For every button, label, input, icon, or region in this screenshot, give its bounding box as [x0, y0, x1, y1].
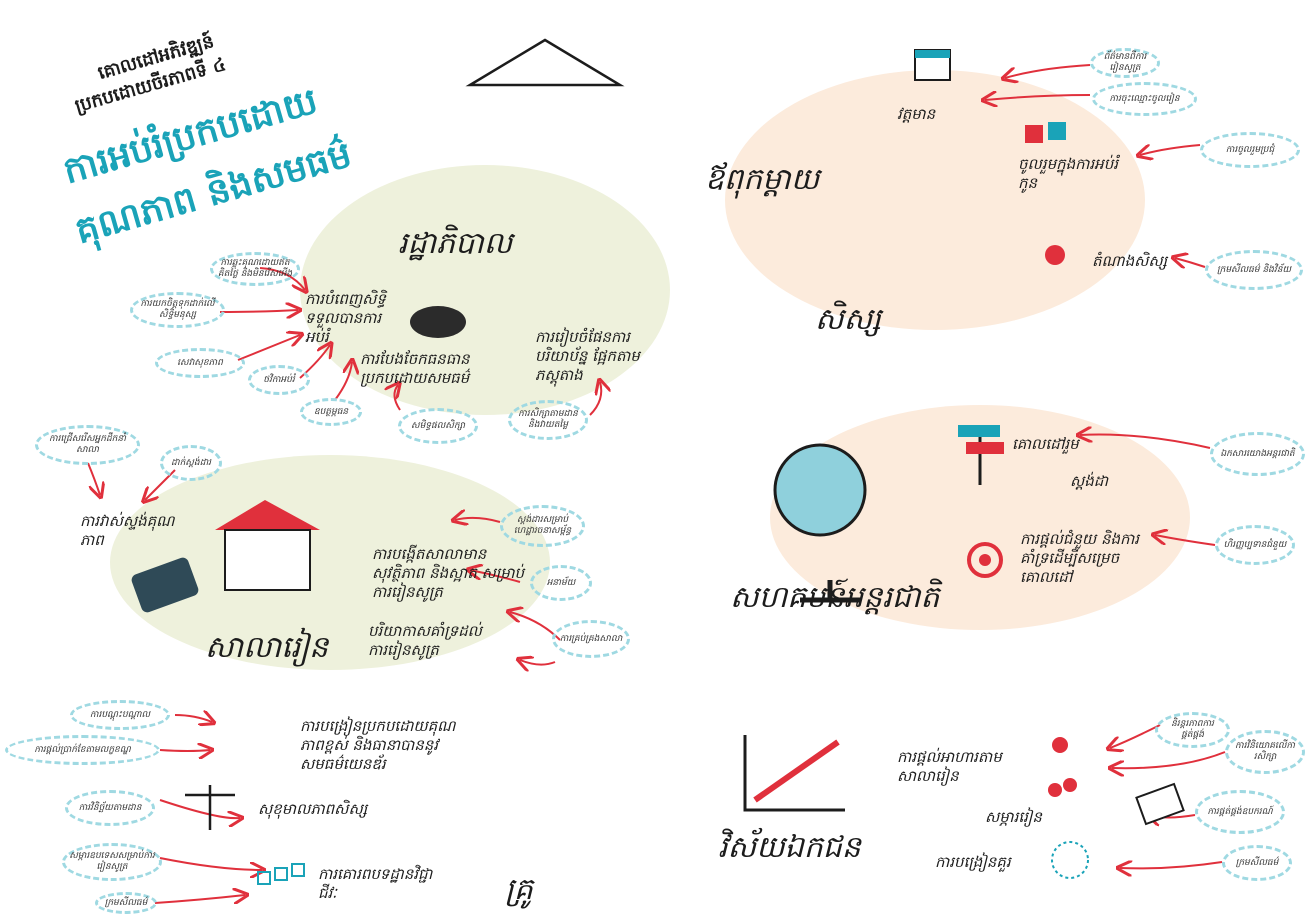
teacher-note-5: ក្រមសីលធម៌ [95, 892, 157, 914]
government-note-7: ការសិក្សាតាមដាន និងវាយតម្លៃ [508, 400, 588, 440]
government-blob [300, 165, 670, 415]
private-sector-item-3: ការបង្រៀនគួរ [935, 853, 1011, 871]
school-heading: សាលារៀន [205, 630, 329, 665]
parents-note-3: ការចូលរួមប្រជុំ [1200, 132, 1300, 168]
school-note-4: អនាម័យ [530, 565, 592, 601]
private-sector-item-1: ការផ្តល់អាហារតាមសាលារៀន [897, 748, 1002, 785]
teacher-blob [200, 690, 660, 916]
international-heading: សហគមន៍អន្តរជាតិ [730, 580, 940, 615]
government-heading: រដ្ឋាភិបាល [398, 226, 513, 261]
parents-note-1: ព័ត៌មានពីការរៀនសូត្រ [1090, 48, 1160, 78]
school-note-5: ការគ្រប់គ្រងសាលា [552, 620, 630, 658]
private-sector-heading: វិស័យឯកជន [718, 830, 861, 865]
private-sector-note-3: ការផ្គត់ផ្គង់ឧបករណ៍ [1195, 790, 1285, 834]
teacher-item-1: ការបង្រៀនប្រកបដោយគុណភាពខ្ពស់ និងធានាបានន… [300, 717, 456, 773]
school-item-2: ការបង្កើតសាលាមានសុវត្ថិភាព និងស្អាត សម្រ… [372, 545, 525, 601]
government-note-5: ឧបត្ថម្ភធន [300, 398, 362, 426]
government-note-4: ថវិកាអប់រំ [248, 365, 310, 395]
government-note-3: សេវាសុខភាព [155, 348, 245, 378]
private-sector-note-2: ការវិនិយោគលើការសិក្សា [1225, 730, 1305, 774]
government-note-2: ការយកចិត្តទុកដាក់លើសិទ្ធិមនុស្ស [130, 292, 225, 328]
teacher-item-2: សុខុមាលភាពសិស្ស [258, 800, 368, 818]
parents-blob [725, 70, 1145, 330]
government-item-1: ការបំពេញសិទ្ធិទទួលបានការអប់រំ [305, 290, 386, 346]
school-item-1: ការវាស់ស្ទង់គុណភាព [80, 512, 175, 549]
parents-heading: ឪពុកម្តាយ [705, 162, 820, 197]
private-sector-note-1: និរន្តរភាពការផ្គត់ផ្គង់ [1155, 712, 1230, 748]
international-note-2: ហិរញ្ញប្បទានជំនួយ [1215, 525, 1295, 565]
government-item-3: ការរៀបចំផែនការ បរិយាប័ន្ន ផ្អែកតាមភស្តុត… [535, 328, 640, 384]
teacher-note-1: ការបណ្តុះបណ្តាល [70, 700, 170, 730]
school-note-3: ស្តង់ដារសម្រាប់ហេដ្ឋារចនាសម្ព័ន្ធ [500, 505, 585, 547]
students-heading: សិស្ស [815, 302, 882, 337]
parents-item-1: វត្តមាន [897, 105, 936, 123]
private-sector-item-2: សម្ភាររៀន [985, 808, 1042, 826]
students-note-1: ក្រមសីលធម៌ និងវិន័យ [1205, 250, 1303, 290]
teacher-note-4: សម្ភារឧបទេសសម្រាប់ការរៀនសូត្រ [62, 843, 162, 881]
international-item-3: ការផ្តល់ជំនួយ និងការគាំទ្រដើម្បីសម្រេចគោ… [1020, 530, 1140, 586]
government-note-6: សមិទ្ធផលសិក្សា [398, 408, 478, 444]
parents-item-2: ចូលរួមក្នុងការអប់រំកូន [1018, 155, 1118, 192]
school-note-1: ការជ្រើសរើសអ្នកដឹកនាំសាលា [35, 425, 140, 465]
government-item-2: ការបែងចែកធនធានប្រកបដោយសមធម៌ [360, 350, 470, 387]
teacher-item-3: ការគោរពបទដ្ឋានវិជ្ជាជីវៈ [318, 865, 433, 902]
school-item-3: បរិយាកាសគាំទ្រដល់ការរៀនសូត្រ [368, 622, 482, 659]
international-item-1: គោលដៅរួម [1012, 435, 1079, 453]
government-note-1: ការឆ្លុះគុណដោយឥតគិតថ្លៃ និងមិនរើសអើង [210, 252, 300, 286]
school-note-2: ដាក់ស្តង់ដារ [160, 445, 222, 481]
private-sector-note-4: ក្រមសីលធម៌ [1222, 845, 1292, 881]
teacher-note-2: ការផ្តល់ប្រាក់ខែតាមលក្ខខណ្ឌ [5, 735, 160, 765]
teacher-note-3: ការវិនិច្ឆ័យតាមដាន [65, 790, 155, 826]
teacher-heading: គ្រូ [505, 872, 533, 907]
parents-note-2: ការចុះឈ្មោះចូលរៀន [1092, 82, 1197, 116]
international-item-2: ស្តង់ដា [1070, 472, 1109, 490]
international-note-1: ឯកសារយោងអន្តរជាតិ [1210, 432, 1305, 476]
students-item-1: តំណាងសិស្ស [1092, 252, 1168, 270]
